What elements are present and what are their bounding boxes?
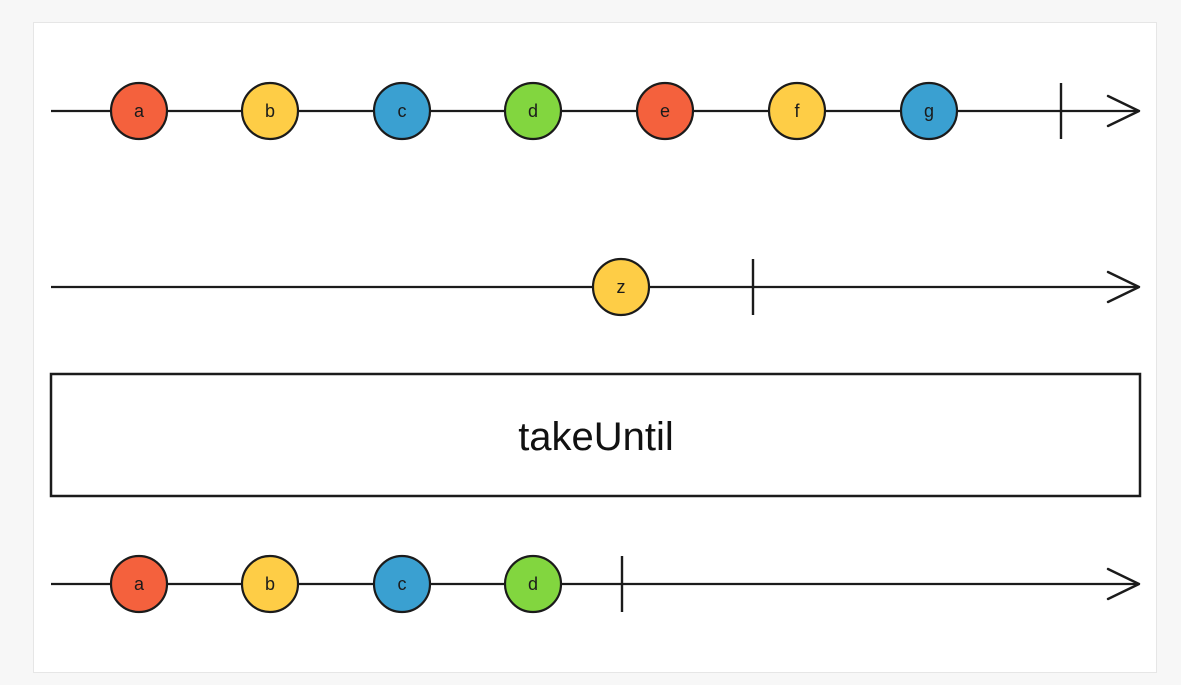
marble-circle: [503, 81, 563, 141]
marble-circle: [109, 554, 169, 614]
marble-label: b: [265, 574, 275, 594]
marble-circle: [635, 81, 695, 141]
marble-label: z: [617, 277, 626, 297]
marble-label: a: [134, 574, 145, 594]
marble-c: c: [372, 554, 432, 614]
marble-label: g: [924, 101, 934, 121]
marble-label: d: [528, 101, 538, 121]
operator-box: takeUntil: [49, 372, 1142, 498]
marble-circle: [372, 81, 432, 141]
timeline-notifier: z: [51, 257, 1141, 317]
marble-g: g: [899, 81, 959, 141]
diagram-card: [33, 22, 1157, 673]
marble-z: z: [591, 257, 651, 317]
marble-e: e: [635, 81, 695, 141]
marble-a: a: [109, 554, 169, 614]
marble-circle: [591, 257, 651, 317]
marble-circle: [767, 81, 827, 141]
marble-c: c: [372, 81, 432, 141]
marble-label: a: [134, 101, 145, 121]
marble-b: b: [240, 554, 300, 614]
marble-circle: [899, 81, 959, 141]
marble-d: d: [503, 81, 563, 141]
timeline-source: a b c d e f g: [51, 81, 1141, 141]
marble-label: b: [265, 101, 275, 121]
marble-circle: [240, 81, 300, 141]
marble-f: f: [767, 81, 827, 141]
arrow-head-icon: [1106, 270, 1141, 304]
marble-label: c: [398, 101, 407, 121]
marble-b: b: [240, 81, 300, 141]
marble-label: f: [794, 101, 800, 121]
timeline-result: a b c d: [51, 554, 1141, 614]
marble-label: d: [528, 574, 538, 594]
marble-circle: [372, 554, 432, 614]
marble-circle: [109, 81, 169, 141]
marble-circle: [240, 554, 300, 614]
marble-d: d: [503, 554, 563, 614]
marble-a: a: [109, 81, 169, 141]
operator-label: takeUntil: [518, 415, 674, 459]
marble-label: e: [660, 101, 670, 121]
marble-circle: [503, 554, 563, 614]
arrow-head-icon: [1106, 567, 1141, 601]
arrow-head-icon: [1106, 94, 1141, 128]
marble-label: c: [398, 574, 407, 594]
